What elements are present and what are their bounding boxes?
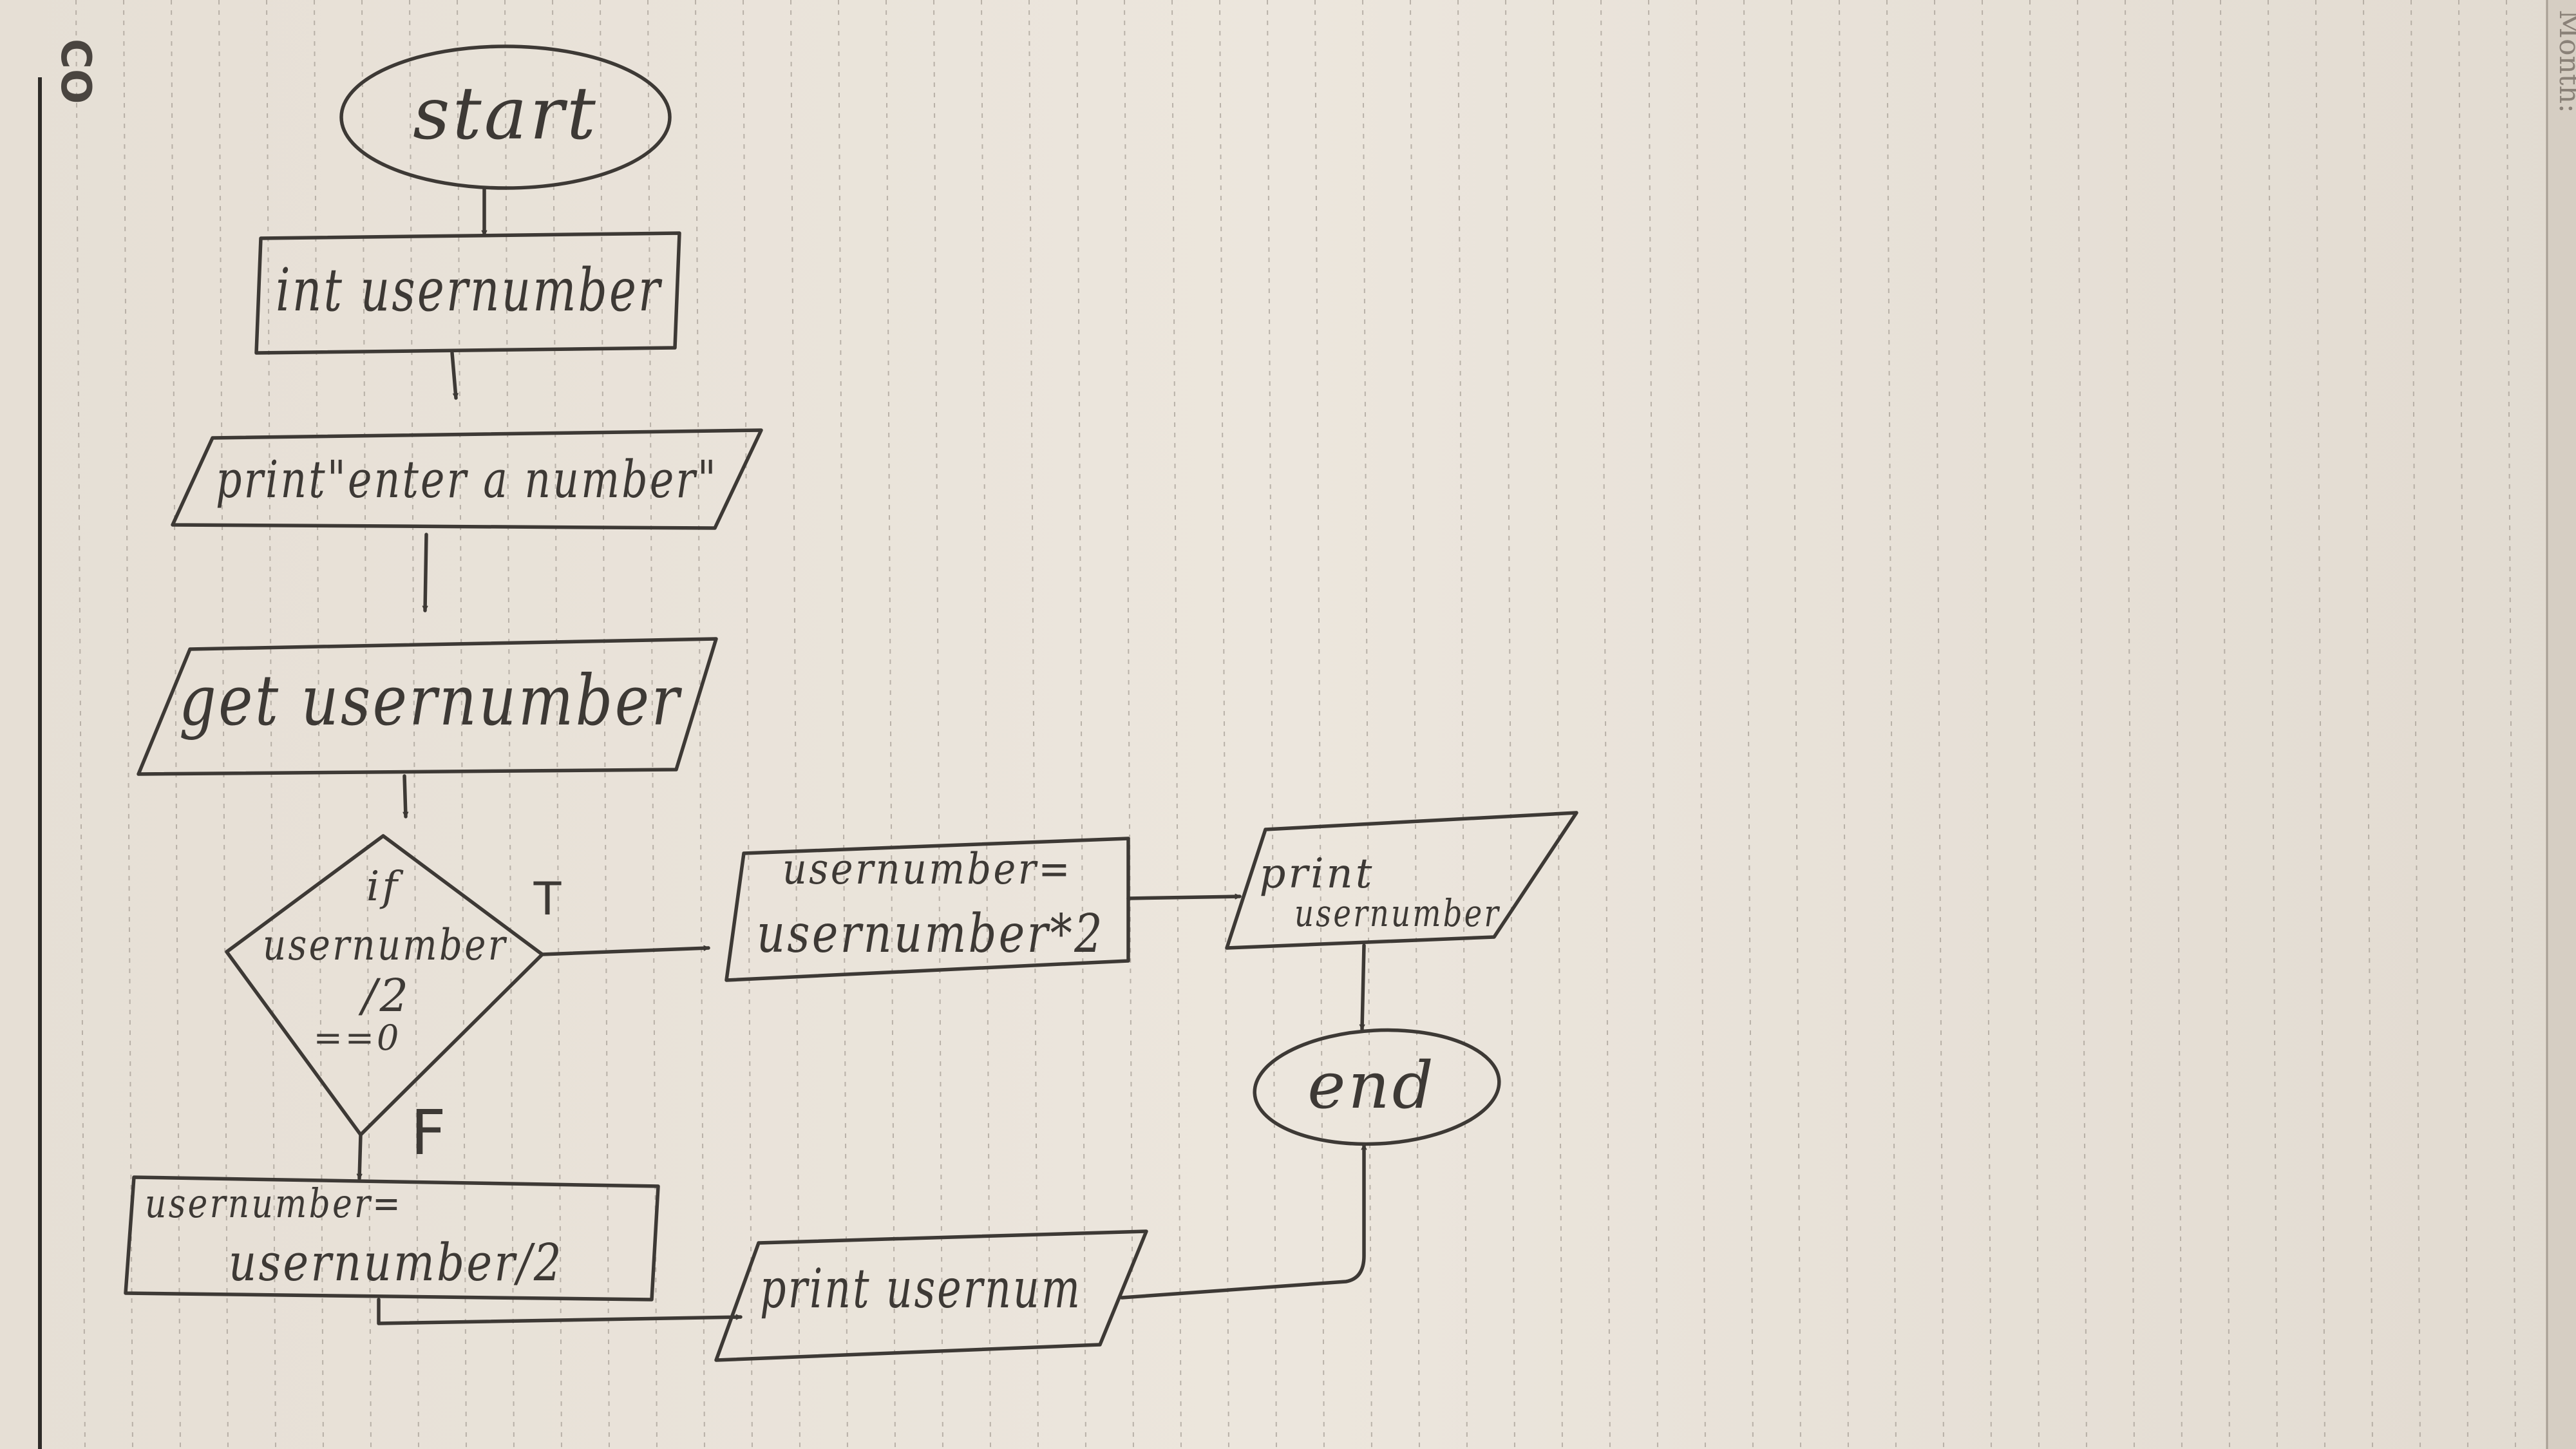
ruled-line	[1696, 0, 1706, 1449]
print-true-output	[1225, 811, 1578, 950]
ruled-line	[695, 0, 705, 1449]
divide-line1: usernumber=	[145, 1180, 402, 1227]
ruled-line	[1362, 0, 1372, 1449]
true-branch-label: T	[533, 873, 562, 925]
ruled-line	[1648, 0, 1658, 1449]
ruled-line	[1410, 0, 1420, 1449]
ruled-line	[2458, 0, 2468, 1449]
ruled-line	[1743, 0, 1754, 1449]
ruled-line	[981, 0, 991, 1449]
false-branch-label: F	[410, 1097, 446, 1169]
multiply-line2: usernumber*2	[757, 904, 1104, 965]
ruled-line	[1791, 0, 1801, 1449]
input-label: get usernumber	[179, 661, 682, 741]
arrow-divide-to-print-false	[377, 1298, 743, 1325]
ruled-line	[1839, 0, 1849, 1449]
arrow-multiply-to-print-true	[1126, 893, 1242, 900]
decision-line2: usernumber	[263, 920, 507, 970]
ruled-line	[314, 0, 324, 1449]
ruled-line	[2125, 0, 2135, 1449]
prompt-output	[171, 428, 763, 530]
ruled-line	[2410, 0, 2421, 1449]
ruled-line	[1934, 0, 1944, 1449]
ruled-line	[457, 0, 467, 1449]
ruled-line	[1076, 0, 1086, 1449]
ruled-line	[1124, 0, 1134, 1449]
ruled-line	[2268, 0, 2278, 1449]
ruled-line	[361, 0, 372, 1449]
ruled-line	[171, 0, 181, 1449]
ruled-line	[1982, 0, 1992, 1449]
prompt-label: print"enter a number"	[216, 450, 718, 509]
arrow-decision-to-divide	[356, 1133, 363, 1180]
flowchart: start int usernumber print"enter a numbe…	[124, 44, 1578, 1362]
divide-line2: usernumber/2	[229, 1233, 564, 1293]
ruled-line	[409, 0, 419, 1449]
ruled-line	[790, 0, 800, 1449]
ruled-line	[2220, 0, 2230, 1449]
margin-text-right: Month:	[2553, 10, 2576, 113]
margin-text-left: CO	[52, 39, 99, 104]
ruled-line	[2172, 0, 2183, 1449]
ruled-line	[1553, 0, 1563, 1449]
multiply-process	[724, 837, 1130, 982]
input-box	[137, 637, 718, 776]
ruled-line	[838, 0, 848, 1449]
ruled-line	[266, 0, 276, 1449]
ruled-line	[218, 0, 229, 1449]
ruled-line	[504, 0, 515, 1449]
ruled-line	[2506, 0, 2516, 1449]
declare-process	[254, 231, 681, 355]
ruled-line	[1219, 0, 1229, 1449]
ruled-line	[1886, 0, 1897, 1449]
ruled-line	[600, 0, 610, 1449]
arrow-declare-to-prompt	[450, 351, 459, 400]
right-page-edge	[2547, 0, 2576, 1449]
ruled-line	[1171, 0, 1182, 1449]
end-terminator	[1253, 1028, 1501, 1146]
ruled-line	[743, 0, 753, 1449]
arrow-input-to-decision	[402, 774, 409, 819]
print-true-line1: print	[1260, 850, 1375, 898]
decision-line4: ==0	[314, 1018, 402, 1058]
start-label: start	[413, 72, 598, 156]
print-false-label: print usernum	[760, 1257, 1082, 1320]
ruled-line	[933, 0, 943, 1449]
declare-label: int usernumber	[276, 256, 663, 325]
start-terminator	[339, 44, 672, 190]
ruled-line	[1457, 0, 1468, 1449]
ruled-line	[75, 0, 86, 1449]
multiply-line1: usernumber=	[782, 844, 1072, 894]
ruled-line	[1505, 0, 1515, 1449]
divide-process	[124, 1175, 660, 1302]
ruled-line	[2315, 0, 2325, 1449]
ruled-line	[2029, 0, 2040, 1449]
ruled-line	[1314, 0, 1325, 1449]
ruled-line	[2363, 0, 2373, 1449]
print-true-line2: usernumber	[1294, 891, 1501, 935]
ruled-line	[552, 0, 562, 1449]
decision-line1: if	[366, 863, 404, 911]
arrow-prompt-to-input	[422, 533, 428, 612]
ruled-line	[1028, 0, 1039, 1449]
ruled-line	[886, 0, 896, 1449]
ruled-line	[1267, 0, 1277, 1449]
end-label: end	[1307, 1048, 1436, 1123]
ruled-line	[1600, 0, 1611, 1449]
arrow-print-true-to-end	[1359, 943, 1366, 1031]
ruled-line	[2077, 0, 2087, 1449]
decision-line3: /2	[358, 969, 411, 1022]
arrow-decision-to-multiply	[540, 945, 710, 956]
arrow-print-false-to-end	[1120, 1143, 1367, 1300]
print-false-output	[714, 1229, 1148, 1362]
